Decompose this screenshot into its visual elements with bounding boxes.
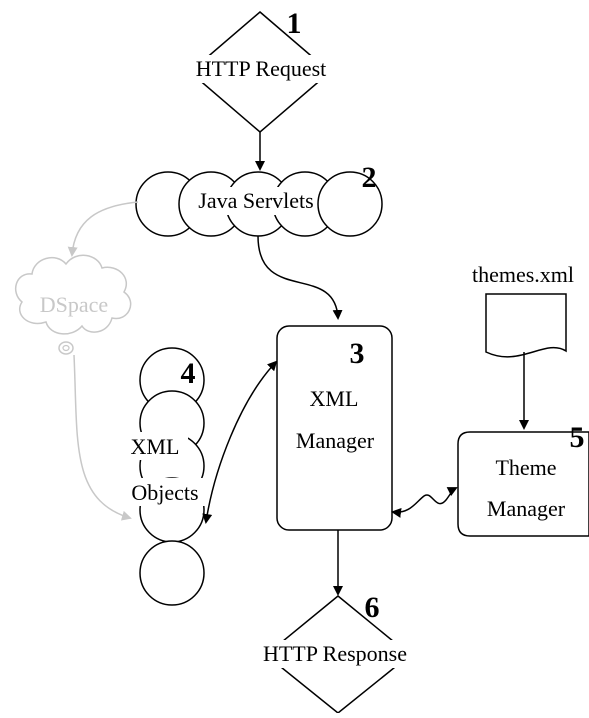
http-response-node: HTTP Response 6 bbox=[244, 591, 430, 714]
xml-objects-node: XML Objects 4 bbox=[118, 347, 212, 606]
http-response-label-bg bbox=[244, 640, 430, 668]
dspace-label: DSpace bbox=[40, 292, 108, 317]
xml-manager-label-line2: Manager bbox=[296, 428, 375, 453]
step-number-6: 6 bbox=[365, 591, 380, 624]
servlet-circle bbox=[317, 171, 383, 237]
http-response-label: HTTP Response bbox=[263, 641, 407, 666]
xml-manager-box bbox=[276, 325, 393, 531]
dspace-node: DSpace bbox=[14, 254, 132, 355]
arrow-servlets-to-xml-manager bbox=[257, 235, 343, 320]
arrow-servlets-to-dspace bbox=[67, 201, 139, 257]
themes-xml-label: themes.xml bbox=[472, 262, 574, 287]
step-number-5: 5 bbox=[570, 421, 585, 454]
http-request-label-bg bbox=[172, 55, 350, 83]
dspace-cloud-icon bbox=[14, 254, 132, 335]
xml-objects-label-bg-2 bbox=[118, 478, 212, 506]
step-number-1: 1 bbox=[287, 7, 302, 40]
xml-objects-label-line1: XML bbox=[131, 434, 180, 459]
object-circle bbox=[139, 540, 205, 606]
http-request-label: HTTP Request bbox=[196, 56, 327, 81]
theme-manager-node: Theme Manager 5 bbox=[457, 421, 589, 537]
theme-manager-label-line1: Theme bbox=[495, 455, 556, 480]
step-number-3: 3 bbox=[350, 337, 365, 370]
java-servlets-label-bg bbox=[196, 187, 316, 215]
arrow-xml-manager-theme-manager bbox=[391, 487, 458, 518]
xml-objects-label-line2: Objects bbox=[131, 480, 198, 505]
xml-objects-label-bg-1 bbox=[122, 432, 188, 460]
themes-xml-node: themes.xml bbox=[472, 262, 574, 358]
dspace-cloud-tail-icon bbox=[58, 341, 74, 355]
step-number-4: 4 bbox=[181, 357, 196, 390]
theme-manager-box bbox=[457, 431, 589, 537]
arrow-xml-objects-xml-manager bbox=[202, 360, 278, 524]
xml-manager-label-line1: XML bbox=[310, 386, 359, 411]
step-number-2: 2 bbox=[362, 161, 377, 194]
java-servlets-node: Java Servlets 2 bbox=[135, 161, 383, 237]
http-request-node: HTTP Request 1 bbox=[172, 7, 350, 133]
document-icon bbox=[485, 293, 567, 358]
xml-manager-node: XML Manager 3 bbox=[276, 325, 393, 531]
theme-manager-label-line2: Manager bbox=[487, 496, 566, 521]
java-servlets-label: Java Servlets bbox=[198, 188, 313, 213]
dspace-cloud-tail-inner-icon bbox=[62, 344, 70, 352]
arrow-dspace-to-xml-objects bbox=[73, 354, 132, 521]
